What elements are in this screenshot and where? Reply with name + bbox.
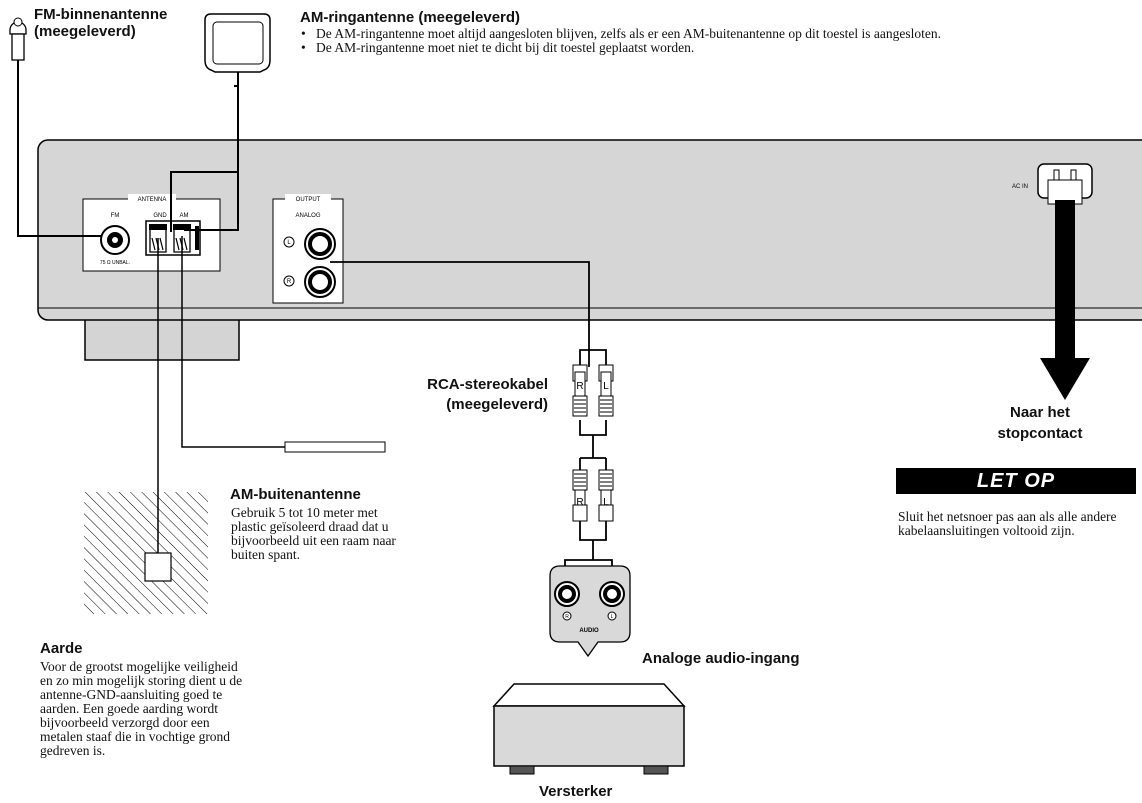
rca-plug-pair-upper: R L [572, 364, 614, 417]
unit-foot [84, 317, 240, 361]
audio-label: AUDIO [579, 628, 599, 634]
amp-l-marker: L [611, 614, 614, 620]
amplifier [492, 683, 686, 775]
analog-output-panel: OUTPUT ANALOG L R [272, 194, 344, 304]
am-outdoor-text: Gebruik 5 tot 10 meter met plastic geïso… [231, 505, 396, 562]
outdoor-am-wire [181, 236, 386, 453]
rca-plug-pair-lower: R L [572, 469, 614, 522]
fm-indoor-antenna [9, 17, 102, 237]
plug-letter-l-lower: L [603, 497, 609, 508]
analog-label: ANALOG [295, 213, 320, 219]
rca-cable-label: RCA-stereokabel (meegeleverd) [427, 376, 548, 413]
caution-text: Sluit het netsnoer pas aan als alle ande… [898, 509, 1117, 538]
plug-letter-r-lower: R [576, 497, 583, 508]
ground-title: Aarde [40, 640, 83, 657]
fm-terminal-label: FM [111, 213, 120, 219]
ac-in-label: AC IN [1012, 184, 1028, 190]
ac-in-socket: AC IN [1012, 163, 1093, 205]
plug-letter-l-upper: L [603, 381, 609, 392]
caution-banner: LET OP [896, 468, 1136, 494]
rca-cable: R L R L [330, 261, 614, 583]
ground-wire [84, 238, 208, 614]
output-panel-label: OUTPUT [296, 197, 321, 203]
plug-letter-r-upper: R [576, 381, 583, 392]
amplifier-input-callout: R L AUDIO [549, 565, 631, 658]
antenna-panel-label: ANTENNA [138, 197, 167, 203]
antenna-terminal-panel: ANTENNA FM 75 Ω UNBAL. GND AM [82, 194, 221, 272]
am-loop-antenna [170, 13, 271, 232]
am-outdoor-title: AM-buitenantenne [230, 486, 361, 503]
am-loop-title: AM-ringantenne (meegeleverd) [300, 9, 521, 26]
output-r-marker: R [287, 279, 292, 285]
fm-impedance-label: 75 Ω UNBAL. [100, 260, 130, 266]
fm-antenna-label: FM-binnenantenne (meegeleverd) [34, 6, 168, 40]
am-loop-note: De AM-ringantenne moet altijd aangeslote… [301, 27, 1121, 42]
ground-text: Voor de grootst mogelijke veiligheid en … [40, 659, 243, 758]
amp-r-marker: R [565, 614, 569, 620]
output-l-marker: L [287, 240, 291, 246]
amplifier-label: Versterker [539, 783, 613, 800]
am-loop-note: De AM-ringantenne moet niet te dicht bij… [301, 41, 1121, 56]
gnd-terminal-label: GND [153, 213, 167, 219]
am-terminal-label: AM [180, 213, 189, 219]
analog-input-label: Analoge audio-ingang [642, 650, 800, 667]
ground-rod [144, 552, 172, 582]
power-arrow [1040, 200, 1090, 400]
outlet-label: Naar het stopcontact [997, 404, 1083, 442]
am-loop-notes: De AM-ringantenne moet altijd aangeslote… [301, 27, 1121, 56]
